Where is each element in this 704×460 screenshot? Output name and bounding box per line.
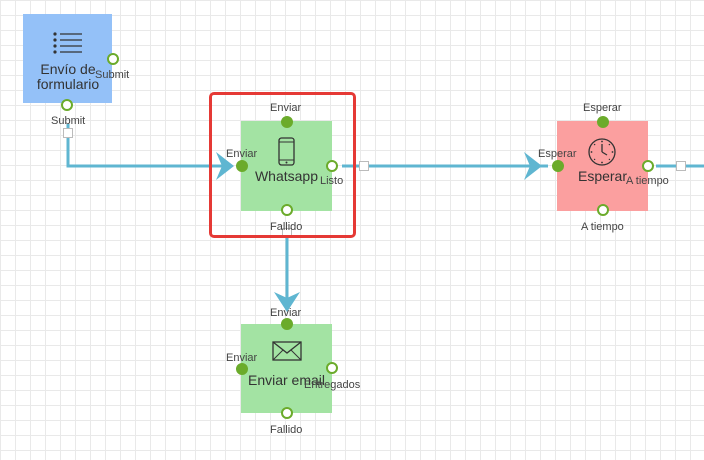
whatsapp-node[interactable]: Whatsapp	[241, 121, 332, 211]
output-port[interactable]	[597, 204, 609, 216]
port-label: Enviar	[270, 102, 302, 114]
output-port[interactable]	[281, 407, 293, 419]
port-label: Submit	[95, 69, 130, 81]
input-port[interactable]	[236, 363, 248, 375]
node-title: Esperar	[577, 168, 628, 184]
port-label: Listo	[320, 175, 344, 187]
arrow-head-email	[274, 292, 300, 312]
input-port[interactable]	[281, 318, 293, 330]
clock-icon	[588, 138, 616, 166]
envelope-icon	[272, 341, 302, 361]
output-port[interactable]	[107, 53, 119, 65]
phone-icon	[278, 137, 295, 166]
input-port[interactable]	[236, 160, 248, 172]
output-port[interactable]	[326, 362, 338, 374]
port-label: Entregados	[304, 379, 361, 391]
port-label: Enviar	[226, 148, 258, 160]
port-label: Enviar	[270, 307, 302, 319]
node-title: Envío de formulario	[36, 61, 100, 92]
connector-form-whatsapp	[66, 124, 232, 168]
port-label: A tiempo	[581, 221, 624, 233]
wait-node[interactable]: Esperar	[557, 121, 648, 211]
selection-highlight	[209, 92, 356, 238]
connector-handle[interactable]	[63, 128, 73, 138]
form-submit-node[interactable]: Envío de formulario	[23, 14, 112, 103]
arrow-head-wait	[524, 152, 542, 180]
list-icon	[53, 32, 82, 54]
port-label: Fallido	[270, 221, 303, 233]
email-node[interactable]: Enviar email	[241, 324, 332, 413]
port-label: Submit	[51, 115, 86, 127]
output-port[interactable]	[281, 204, 293, 216]
output-port[interactable]	[61, 99, 73, 111]
connector-handle[interactable]	[359, 161, 369, 171]
input-port[interactable]	[281, 116, 293, 128]
connector-handle[interactable]	[676, 161, 686, 171]
port-label: Enviar	[226, 352, 258, 364]
port-label: Esperar	[538, 148, 577, 160]
output-port[interactable]	[642, 160, 654, 172]
port-label: A tiempo	[626, 175, 669, 187]
node-title: Whatsapp	[254, 168, 319, 184]
output-port[interactable]	[326, 160, 338, 172]
input-port[interactable]	[552, 160, 564, 172]
input-port[interactable]	[597, 116, 609, 128]
port-label: Fallido	[270, 424, 303, 436]
port-label: Esperar	[583, 102, 622, 114]
arrow-head-whatsapp	[216, 152, 234, 180]
node-title: Enviar email	[247, 372, 326, 388]
